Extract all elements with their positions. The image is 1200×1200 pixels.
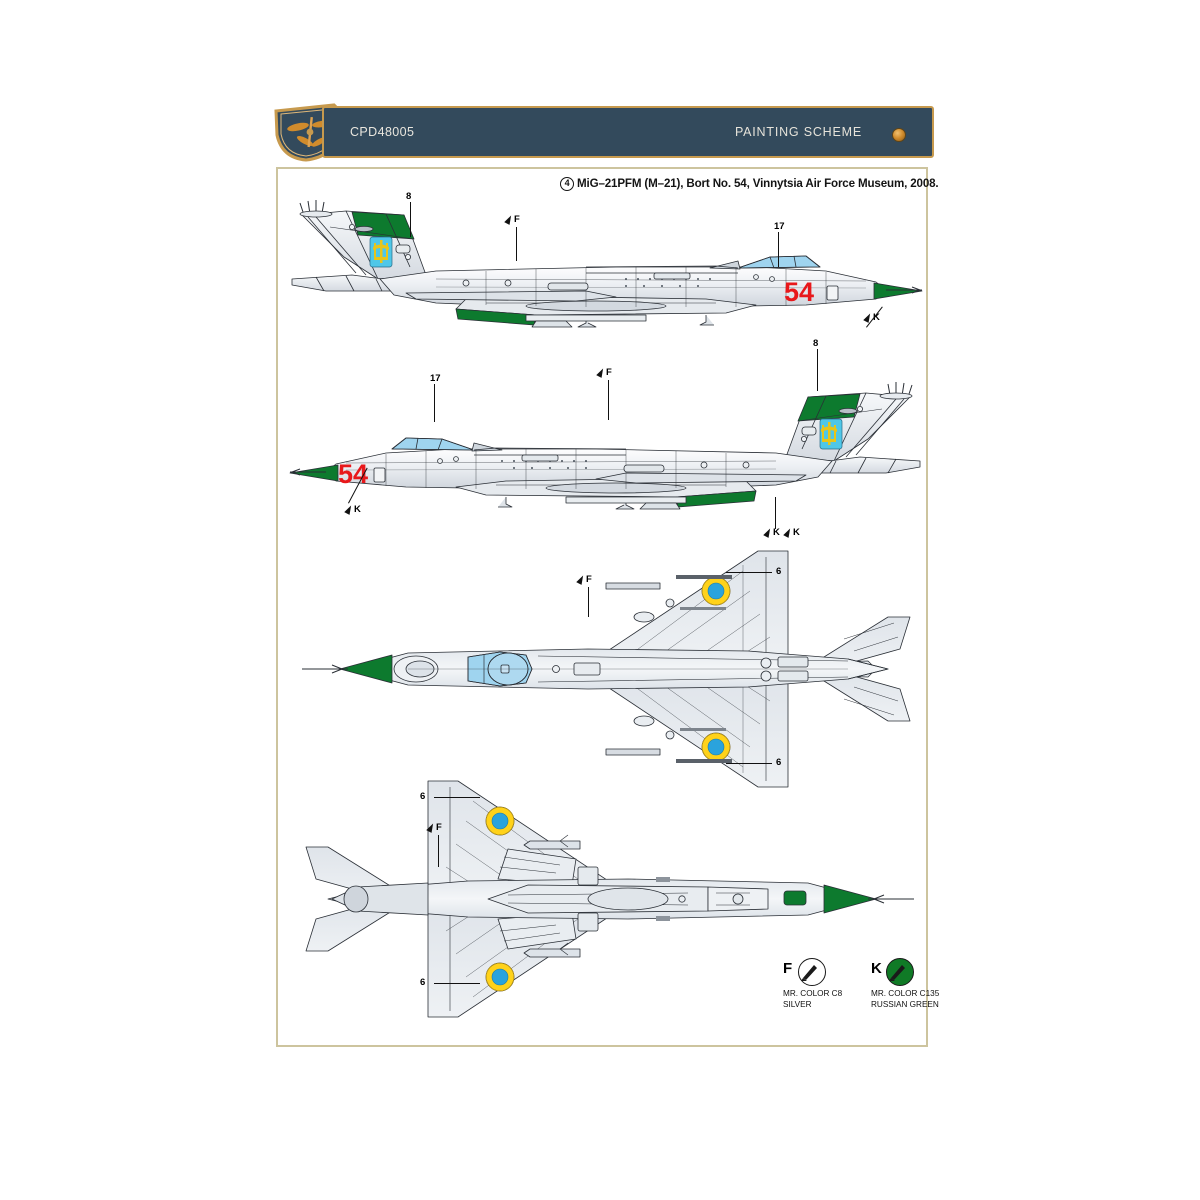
callout-F-label-2: F <box>606 367 612 378</box>
callout-8-leader-2 <box>817 349 818 391</box>
callout-6-label-1: 6 <box>776 566 782 577</box>
callout-F-leader-4 <box>438 835 439 867</box>
callout-F-leader-2 <box>608 380 609 420</box>
page-title: PAINTING SCHEME <box>734 125 862 139</box>
callout-K-label-3: K <box>773 527 780 538</box>
callout-F-label-4: F <box>436 822 442 833</box>
callout-6-leader-1 <box>726 572 772 573</box>
callout-17-label-2: 17 <box>430 373 441 384</box>
legend-letter-K: K <box>871 960 882 977</box>
header-bar: CPD48005 PAINTING SCHEME <box>322 106 934 158</box>
scheme-index: 4 <box>560 177 574 191</box>
legend-text-silver: MR. COLOR C8 SILVER <box>783 989 842 1010</box>
callout-K-label-4: K <box>793 527 800 538</box>
callout-K-label-1: K <box>873 312 880 323</box>
callout-17-leader-1 <box>778 232 779 267</box>
callout-F-label-1: F <box>514 214 520 225</box>
legend-line1-silver: MR. COLOR C8 <box>783 989 843 998</box>
callout-8-label: 8 <box>406 191 412 202</box>
callout-F-leader-1 <box>516 227 517 261</box>
legend-line2-silver: SILVER <box>783 999 812 1009</box>
callout-17-label-1: 17 <box>774 221 785 232</box>
callout-6-leader-2 <box>726 763 772 764</box>
legend-line1-green: MR. COLOR C135 <box>871 989 940 998</box>
legend-swatch-silver <box>798 958 826 986</box>
callout-F-leader-3 <box>588 587 589 617</box>
scheme-caption-text: MiG–21PFM (M–21), Bort No. 54, Vinnytsia… <box>577 177 939 190</box>
callout-6-label-4: 6 <box>420 977 426 988</box>
side-view-right-facing-nose-left: 54 <box>286 369 926 539</box>
callout-K-leader-3 <box>775 497 776 529</box>
legend-text-green: MR. COLOR C135 RUSSIAN GREEN <box>871 989 939 1010</box>
legend-letter-F: F <box>783 960 793 977</box>
svg-text:54: 54 <box>784 277 814 307</box>
side-view-left-facing-tail-left: 54 <box>286 187 926 352</box>
callout-6-leader-4 <box>434 983 480 984</box>
callout-17-leader-2 <box>434 384 435 422</box>
callout-8-leader <box>410 202 411 237</box>
product-code: CPD48005 <box>350 125 415 139</box>
legend-swatch-green <box>886 958 914 986</box>
color-legend: F MR. COLOR C8 SILVER K MR. CO <box>783 958 943 1024</box>
top-plan-view <box>288 519 928 809</box>
callout-6-label-3: 6 <box>420 791 426 802</box>
callout-8-label-2: 8 <box>813 338 819 349</box>
bottom-plan-view <box>288 749 928 1039</box>
callout-6-leader-3 <box>434 797 480 798</box>
bullet-dot-icon <box>892 128 906 142</box>
callout-F-label-3: F <box>586 574 592 585</box>
callout-K-label-2: K <box>354 504 361 515</box>
callout-6-label-2: 6 <box>776 757 782 768</box>
legend-line2-green: RUSSIAN GREEN <box>871 999 939 1009</box>
